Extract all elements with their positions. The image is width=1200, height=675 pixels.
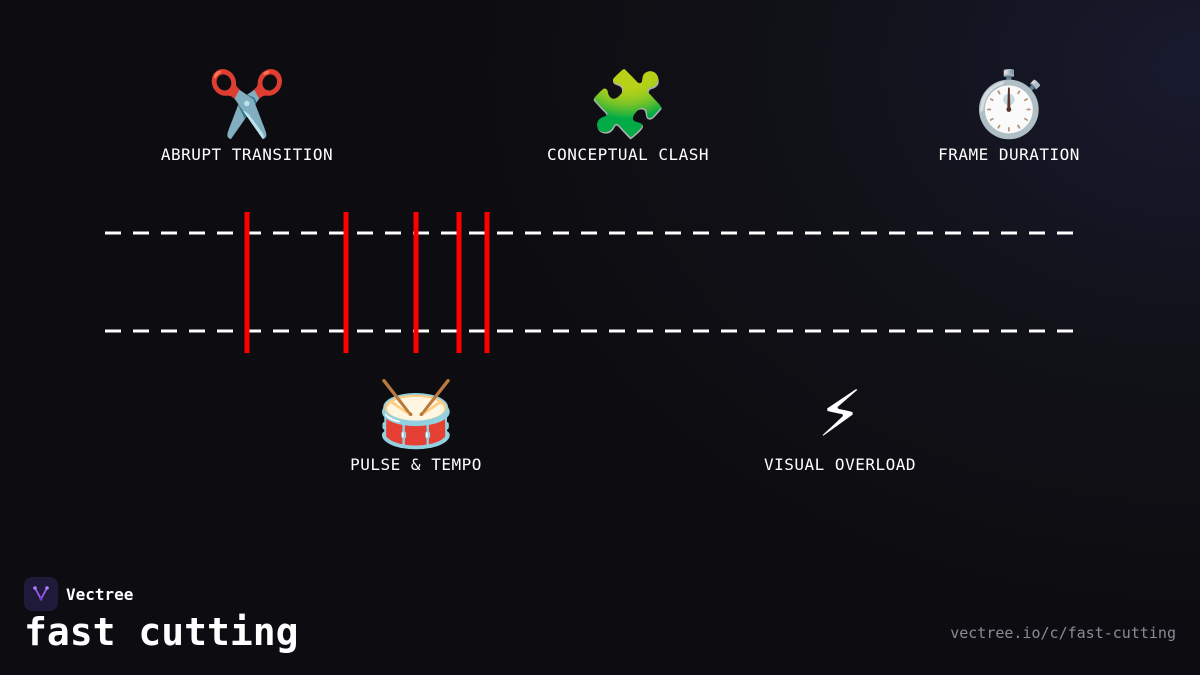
concept-pulse-tempo: 🥁 PULSE & TEMPO <box>266 375 566 475</box>
concept-visual-overload: ⚡ VISUAL OVERLOAD <box>690 375 990 475</box>
page-url[interactable]: vectree.io/c/fast-cutting <box>950 624 1176 642</box>
concept-label: CONCEPTUAL CLASH <box>546 145 710 164</box>
concept-frame-duration: ⏱️ FRAME DURATION <box>859 65 1159 165</box>
concept-conceptual-clash: 🧩 CONCEPTUAL CLASH <box>478 65 778 165</box>
brand: Vectree <box>24 577 133 611</box>
stopwatch-icon: ⏱️ <box>969 68 1049 142</box>
cut-markers <box>244 212 490 353</box>
scissors-icon: ✂️ <box>207 68 287 142</box>
drum-icon: 🥁 <box>376 378 456 452</box>
concept-label: FRAME DURATION <box>938 145 1080 164</box>
concept-label: VISUAL OVERLOAD <box>764 455 916 474</box>
page-title: fast cutting <box>24 610 299 654</box>
concept-label: PULSE & TEMPO <box>350 455 482 474</box>
lightning-icon: ⚡ <box>817 378 863 452</box>
vectree-logo-icon <box>24 577 58 611</box>
concept-label: ABRUPT TRANSITION <box>160 145 334 164</box>
puzzle-icon: 🧩 <box>588 68 668 142</box>
concept-abrupt-transition: ✂️ ABRUPT TRANSITION <box>97 65 397 165</box>
brand-name: Vectree <box>66 584 134 604</box>
